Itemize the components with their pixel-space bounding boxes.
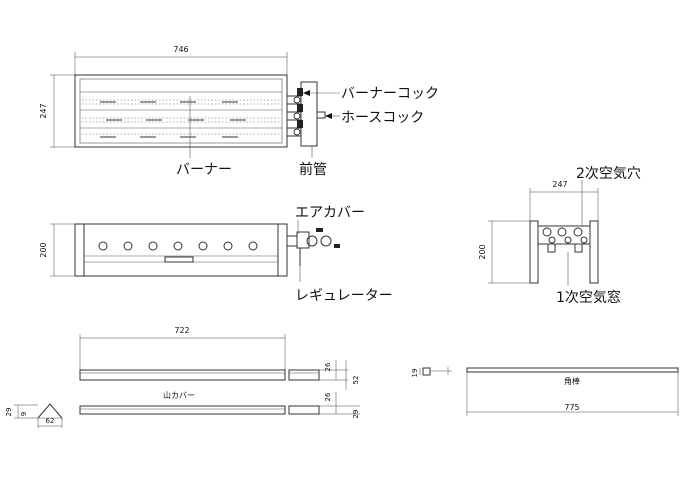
- front-nameplate: [164, 256, 194, 263]
- burner-tube: [82, 133, 282, 138]
- hose-cock: [316, 111, 326, 119]
- label-burner-cock: バーナーコック: [341, 86, 439, 102]
- burner-tube: [82, 117, 282, 123]
- regulator-body: [296, 231, 310, 249]
- burner-port-row: [98, 241, 258, 251]
- label-mountain-cover: 山カバー: [163, 390, 195, 400]
- dim-small-62: 62: [46, 417, 55, 425]
- dim-side-height: 200: [478, 244, 487, 259]
- mountain-cover-view: 722 26 52 26 29 山カバー: [79, 326, 360, 419]
- dim-cover-h2: 52: [352, 376, 360, 385]
- side-leg-right: [589, 220, 599, 284]
- cover-profile-detail: 29 9 62: [5, 403, 63, 428]
- burner-cock-handle: [297, 120, 303, 128]
- front-view-frame: [74, 223, 288, 277]
- dim-top-height: 247: [39, 103, 48, 118]
- cover-lower: [79, 405, 286, 415]
- dim-cover-h1: 26: [324, 362, 332, 371]
- dim-small-9: 9: [20, 412, 28, 416]
- cover-upper-end: [288, 369, 320, 381]
- label-square-bar: 角棒: [564, 376, 580, 386]
- dim-cover-h3: 26: [324, 392, 332, 401]
- label-burner: バーナー: [176, 162, 232, 178]
- side-leg-left: [529, 220, 539, 284]
- square-bar: [466, 367, 679, 373]
- label-front-pipe: 前管: [299, 161, 327, 178]
- dim-front-height: 200: [39, 242, 48, 257]
- dim-bar-width: 775: [564, 403, 579, 412]
- dim-small-29: 29: [5, 408, 13, 417]
- label-secondary-air: 2次空気穴: [576, 166, 641, 182]
- label-primary-air: 1次空気窓: [556, 289, 621, 306]
- dim-cover-h4: 29: [352, 410, 360, 419]
- cover-upper: [79, 369, 286, 381]
- dim-bar-small: 19: [411, 369, 419, 378]
- square-bar-section: [422, 367, 431, 376]
- dim-top-width: 746: [173, 45, 188, 54]
- square-bar-view: 775 角棒 19: [411, 367, 679, 416]
- top-view: 746 247 バーナーコック ホースコック バーナー 前管: [39, 45, 439, 178]
- cover-lower-end: [288, 405, 320, 415]
- burner-cock-handle: [297, 88, 303, 96]
- front-view: 200 エアカバー レギュレーター: [39, 205, 393, 304]
- label-air-cover: エアカバー: [295, 205, 365, 221]
- top-view-frame: [74, 74, 288, 148]
- burner-tube: [82, 99, 282, 105]
- side-view: 247 200 2次空気穴 1次空気窓: [478, 166, 641, 306]
- burner-cock-handle: [297, 104, 303, 112]
- burner-cock-fittings: [286, 95, 302, 137]
- label-regulator: レギュレーター: [295, 288, 393, 304]
- regulator-valve: [306, 235, 318, 247]
- dim-side-width: 247: [552, 180, 567, 189]
- dim-cover-width: 722: [174, 326, 189, 335]
- air-cover-part: [286, 235, 298, 247]
- label-hose-cock: ホースコック: [341, 110, 424, 126]
- top-view-inner-frame: [79, 78, 283, 144]
